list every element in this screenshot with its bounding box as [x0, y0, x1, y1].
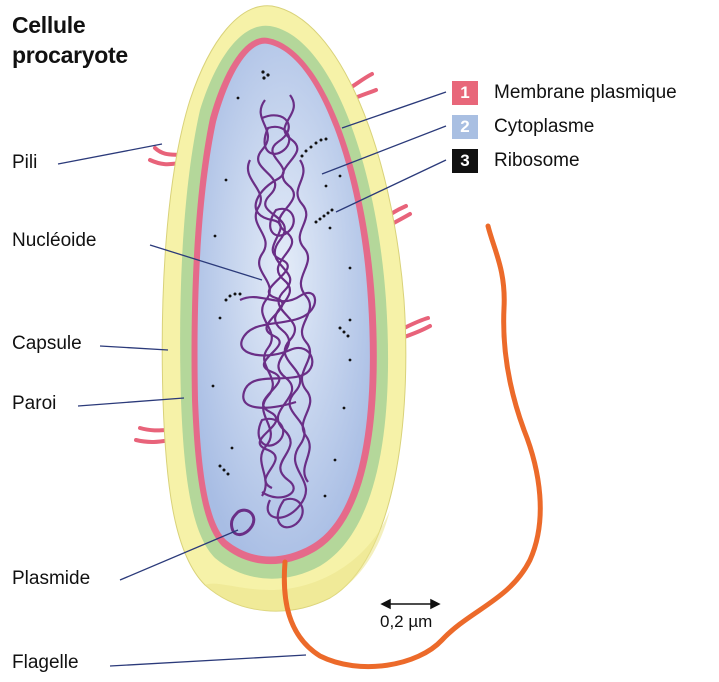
legend-number-1: 1 — [452, 81, 478, 105]
label-flagelle: Flagelle — [12, 652, 79, 674]
label-plasmide: Plasmide — [12, 568, 90, 590]
legend-item-membrane: 1 Membrane plasmique — [452, 80, 677, 106]
title-line-1: Cellule — [12, 12, 85, 39]
label-nucleoide: Nucléoide — [12, 230, 97, 252]
legend-number-2: 2 — [452, 115, 478, 139]
flagelle-leader — [110, 655, 306, 666]
pili-leader — [58, 144, 162, 164]
scale-bar-label: 0,2 µm — [380, 612, 432, 632]
legend-text-membrane: Membrane plasmique — [494, 82, 677, 104]
label-paroi: Paroi — [12, 393, 56, 415]
legend-text-ribosome: Ribosome — [494, 150, 580, 172]
legend-number-3: 3 — [452, 149, 478, 173]
title-line-2: procaryote — [12, 42, 128, 69]
label-capsule: Capsule — [12, 333, 82, 355]
capsule-leader — [100, 346, 168, 350]
legend-item-ribosome: 3 Ribosome — [452, 148, 580, 174]
scale-bar — [382, 600, 439, 608]
legend-text-cytoplasm: Cytoplasme — [494, 116, 594, 138]
label-pili: Pili — [12, 152, 37, 174]
legend-item-cytoplasm: 2 Cytoplasme — [452, 114, 594, 140]
